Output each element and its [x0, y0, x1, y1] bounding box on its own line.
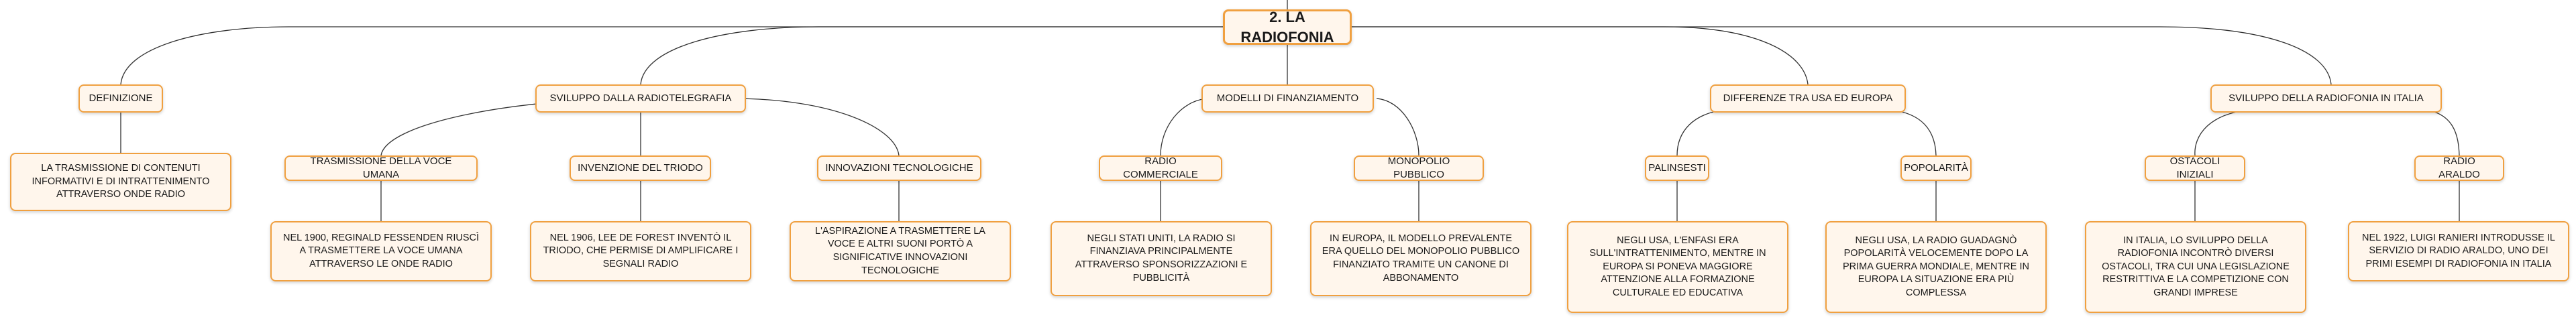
desc-popolarita: NEGLI USA, LA RADIO GUADAGNÒ POPOLARITÀ …: [1825, 221, 2047, 313]
connector-modelli-commerciale: [1160, 98, 1208, 156]
node-palinsesti[interactable]: PALINSESTI: [1645, 155, 1709, 181]
connector-italia-ostacoli: [2194, 109, 2261, 156]
connector-root-definizione: [120, 26, 1223, 85]
node-invenzione-triodo[interactable]: INVENZIONE DEL TRIODO: [570, 155, 711, 181]
desc-palinsesti: NEGLI USA, L'ENFASI ERA SULL'INTRATTENIM…: [1567, 221, 1788, 313]
connector-italia-araldo: [2418, 109, 2460, 156]
connector-svil-innovazioni: [732, 98, 900, 156]
desc-radio-commerciale: NEGLI STATI UNITI, LA RADIO SI FINANZIAV…: [1051, 221, 1272, 296]
connector-root-sviluppo-italia: [1352, 26, 2332, 85]
node-monopolio-pubblico[interactable]: MONOPOLIO PUBBLICO: [1354, 155, 1484, 181]
node-popolarita[interactable]: POPOLARITÀ: [1900, 155, 1972, 181]
node-radio-araldo[interactable]: RADIO ARALDO: [2414, 155, 2504, 181]
root-node[interactable]: 2. LA RADIOFONIA: [1223, 9, 1352, 46]
desc-monopolio-pubblico: IN EUROPA, IL MODELLO PREVALENTE ERA QUE…: [1310, 221, 1532, 296]
desc-invenzione-triodo: NEL 1906, LEE DE FOREST INVENTÒ IL TRIOD…: [530, 221, 751, 281]
branch-differenze-usa-europa[interactable]: DIFFERENZE TRA USA ED EUROPA: [1710, 84, 1906, 113]
desc-ostacoli-iniziali: IN ITALIA, LO SVILUPPO DELLA RADIOFONIA …: [2085, 221, 2306, 313]
branch-sviluppo-radiotelegrafia[interactable]: SVILUPPO DALLA RADIOTELEGRAFIA: [535, 84, 746, 113]
connector-root-differenze: [1352, 26, 1809, 85]
connector-differenze-popolarita: [1881, 109, 1937, 156]
node-ostacoli-iniziali[interactable]: OSTACOLI INIZIALI: [2145, 155, 2245, 181]
desc-definizione: LA TRASMISSIONE DI CONTENUTI INFORMATIVI…: [10, 153, 231, 211]
node-radio-commerciale[interactable]: RADIO COMMERCIALE: [1099, 155, 1222, 181]
desc-trasmissione-voce-umana: NEL 1900, REGINALD FESSENDEN RIUSCÌ A TR…: [270, 221, 492, 281]
branch-modelli-finanziamento[interactable]: MODELLI DI FINANZIAMENTO: [1201, 84, 1374, 113]
desc-radio-araldo: NEL 1922, LUIGI RANIERI INTRODUSSE IL SE…: [2348, 221, 2569, 281]
branch-definizione[interactable]: DEFINIZIONE: [78, 84, 163, 113]
desc-innovazioni-tecnologiche: L'ASPIRAZIONE A TRASMETTERE LA VOCE E AL…: [790, 221, 1011, 281]
connector-modelli-monopolio: [1376, 98, 1419, 156]
connector-root-sviluppo-radiotelegrafia: [640, 26, 1223, 85]
node-trasmissione-voce-umana[interactable]: TRASMISSIONE DELLA VOCE UMANA: [284, 155, 478, 181]
connector-differenze-palinsesti: [1676, 109, 1735, 156]
node-innovazioni-tecnologiche[interactable]: INNOVAZIONI TECNOLOGICHE: [817, 155, 981, 181]
branch-sviluppo-italia[interactable]: SVILUPPO DELLA RADIOFONIA IN ITALIA: [2210, 84, 2442, 113]
